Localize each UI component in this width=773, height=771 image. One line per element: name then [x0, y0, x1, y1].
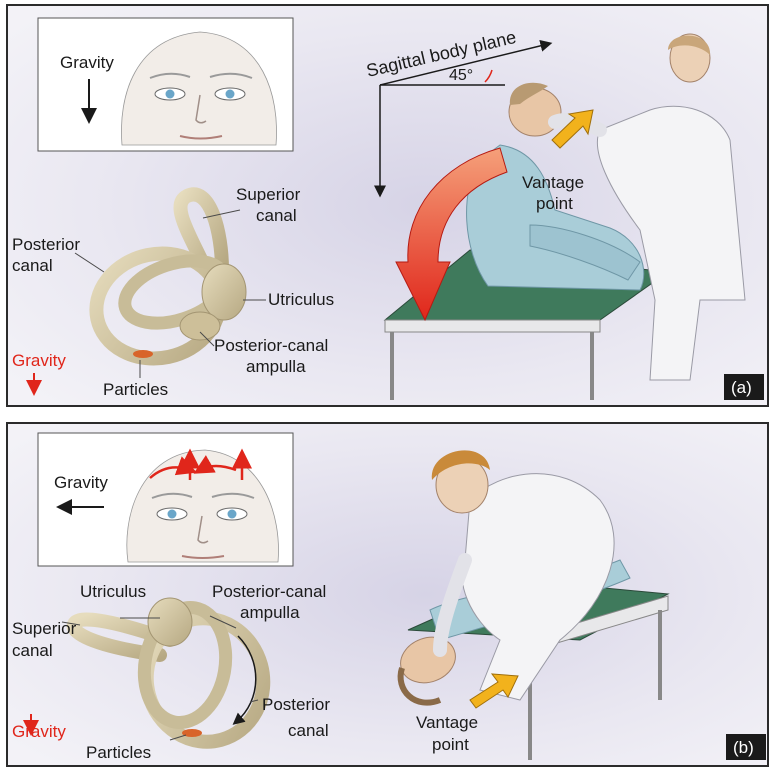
superior-canal-label-b-1: Superior [12, 619, 77, 638]
vantage-label-1: Vantage [522, 173, 584, 192]
panel-a: Gravity [7, 5, 768, 406]
vantage-label-b-1: Vantage [416, 713, 478, 732]
utriculus-body [202, 264, 246, 320]
vantage-label-2: point [536, 194, 573, 213]
red-gravity-label-b: Gravity [12, 722, 66, 741]
panel-b-tag: (b) [733, 738, 754, 757]
panel-b: Gravity [7, 423, 768, 766]
particles-label-b: Particles [86, 743, 151, 762]
particles-a [133, 350, 153, 358]
posterior-canal-label-b-2: canal [288, 721, 329, 740]
panel-a-tag: (a) [731, 378, 752, 397]
posterior-canal-label-2: canal [12, 256, 53, 275]
ampulla-label-1: Posterior-canal [214, 336, 328, 355]
ampulla-label-b-1: Posterior-canal [212, 582, 326, 601]
superior-canal-label-b-2: canal [12, 641, 53, 660]
panel-b-face-inset: Gravity [38, 433, 293, 566]
inset-gravity-label-b: Gravity [54, 473, 108, 492]
ampulla-label-2: ampulla [246, 357, 306, 376]
superior-canal-label-2: canal [256, 206, 297, 225]
angle-label: 45° [449, 67, 473, 84]
utriculus-label-b: Utriculus [80, 582, 146, 601]
posterior-canal-label-1: Posterior [12, 235, 80, 254]
inset-gravity-label: Gravity [60, 53, 114, 72]
particles-label: Particles [103, 380, 168, 399]
posterior-canal-label-b-1: Posterior [262, 695, 330, 714]
superior-canal-label-1: Superior [236, 185, 301, 204]
ampulla-label-b-2: ampulla [240, 603, 300, 622]
red-gravity-label: Gravity [12, 351, 66, 370]
utriculus-body-b [148, 598, 192, 646]
utriculus-label: Utriculus [268, 290, 334, 309]
vantage-label-b-2: point [432, 735, 469, 754]
panel-a-face-inset: Gravity [38, 18, 293, 151]
